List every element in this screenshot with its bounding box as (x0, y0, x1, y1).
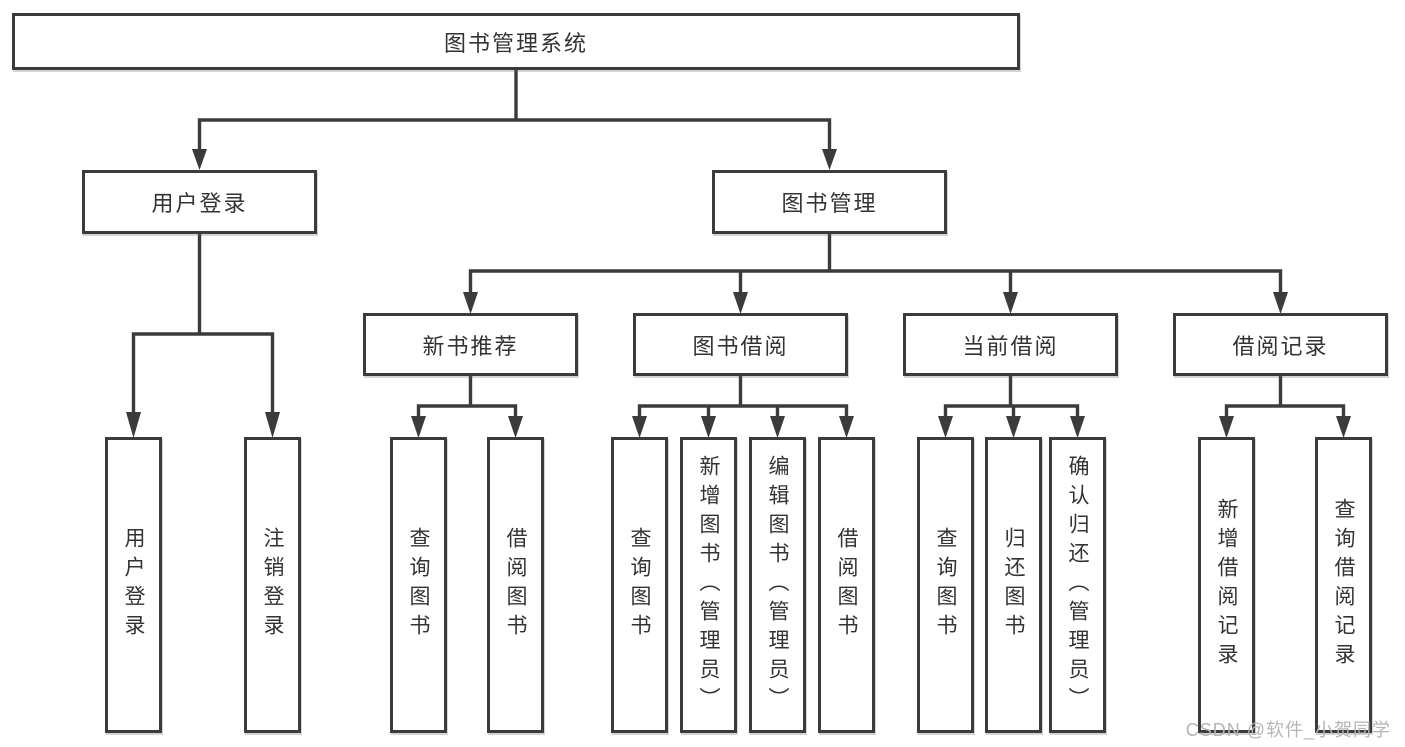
leaf-query-borrow-record: 查询借阅记录 (1315, 437, 1372, 733)
arrowhead-icon (839, 416, 854, 438)
arrowhead-icon (938, 416, 953, 438)
leaf-borrow-books-borrowing: 借阅图书 (818, 437, 875, 733)
arrowhead-icon (463, 292, 478, 314)
arrowhead-icon (632, 416, 647, 438)
arrowhead-icon (1003, 292, 1018, 314)
node-book-borrowing: 图书借阅 (633, 313, 848, 376)
connector-book-management-children (468, 232, 1283, 296)
leaf-query-books-recommend: 查询图书 (390, 437, 447, 733)
node-borrowing-records: 借阅记录 (1173, 313, 1388, 376)
connector-current-borrowing-children (943, 374, 1080, 421)
leaf-edit-books-admin: 编辑图书（管理员） (749, 437, 806, 733)
node-book-management: 图书管理 (712, 170, 947, 234)
leaf-return-books: 归还图书 (985, 437, 1042, 733)
connector-borrowing-records-children (1224, 374, 1346, 421)
arrowhead-icon (1070, 416, 1085, 438)
node-user-login: 用户登录 (82, 170, 317, 234)
connector-new-book-recommendation-children (416, 374, 518, 421)
arrowhead-icon (1273, 292, 1288, 314)
arrowhead-icon (265, 412, 280, 438)
arrowhead-icon (701, 416, 716, 438)
leaf-confirm-return-admin: 确认归还（管理员） (1049, 437, 1106, 733)
leaf-user-login: 用户登录 (105, 437, 162, 733)
arrowhead-icon (733, 292, 748, 314)
arrowhead-icon (1336, 416, 1351, 438)
arrowhead-icon (508, 416, 523, 438)
connector-book-borrowing-children (637, 374, 849, 421)
arrowhead-icon (770, 416, 785, 438)
connector-root-to-level2 (197, 68, 832, 154)
arrowhead-icon (1219, 416, 1234, 438)
arrowheads (126, 149, 1351, 438)
leaf-logout: 注销登录 (244, 437, 301, 733)
node-root: 图书管理系统 (12, 13, 1020, 70)
leaf-add-borrow-record: 新增借阅记录 (1198, 437, 1255, 733)
arrowhead-icon (192, 149, 207, 170)
arrowhead-icon (411, 416, 426, 438)
csdn-watermark: CSDN @软件_小贺同学 (1185, 720, 1391, 740)
node-current-borrowing: 当前借阅 (903, 313, 1118, 376)
leaf-add-books-admin: 新增图书（管理员） (680, 437, 737, 733)
leaf-borrow-books-recommend: 借阅图书 (487, 437, 544, 733)
leaf-query-books-current: 查询图书 (917, 437, 974, 733)
arrowhead-icon (1006, 416, 1021, 438)
leaf-query-books-borrowing: 查询图书 (611, 437, 668, 733)
node-new-book-recommendation: 新书推荐 (363, 313, 578, 376)
arrowhead-icon (126, 412, 141, 438)
arrowhead-icon (822, 149, 837, 170)
connector-user-login-children (131, 232, 275, 418)
